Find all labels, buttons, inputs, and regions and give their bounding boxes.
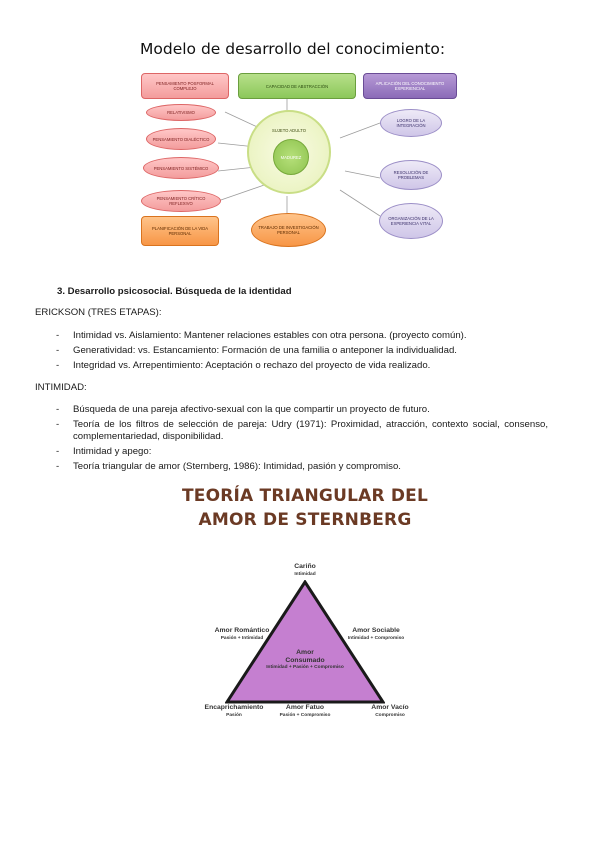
label-sub: Compromiso [375, 712, 405, 718]
diagram-arrows [217, 98, 381, 217]
diagram-left-item: PENSAMIENTO DIALÉCTICO [146, 128, 216, 150]
label-sub: Intimidad + Compromiso [347, 635, 405, 641]
triangle-bottom-right-label: Amor Vacío Compromiso [360, 704, 420, 719]
triangle-right-mid-label: Amor Sociable Intimidad + Compromiso [333, 627, 419, 642]
label-name: Amor Romántico [214, 627, 270, 634]
triangle-bottom-mid-label: Amor Fatuo Pasión + Compromiso [268, 704, 342, 719]
diagram-left-item: RELATIVISMO [146, 104, 216, 121]
list-dash: - [56, 345, 60, 356]
list-item-text: Intimidad vs. Aislamiento: Mantener rela… [73, 330, 467, 341]
label-name: Amor Sociable [352, 627, 400, 634]
triangle-bottom-left-label: Encaprichamiento Pasión [194, 704, 274, 719]
list-dash: - [56, 461, 60, 472]
list-item-text: Búsqueda de una pareja afectivo-sexual c… [73, 404, 430, 415]
diagram-box-planificacion: PLANIFICACIÓN DE LA VIDA PERSONAL [141, 216, 219, 246]
intimidad-label: INTIMIDAD: [35, 382, 87, 393]
diagram-left-item: PENSAMIENTO CRÍTICO REFLEXIVO [141, 190, 221, 212]
section-heading: 3. Desarrollo psicosocial. Búsqueda de l… [57, 286, 292, 297]
diagram-box-aplicacion: APLICACIÓN DEL CONOCIMIENTO EXPERIENCIAL [363, 73, 457, 99]
diagram-right-item: LOGRO DE LA INTEGRACIÓN [380, 109, 442, 137]
list-dash: - [56, 404, 60, 415]
label-sub: Pasión [226, 712, 242, 718]
list-dash: - [56, 446, 60, 457]
diagram-box-investigacion: TRABAJO DE INVESTIGACIÓN PERSONAL [251, 213, 326, 247]
label-name: Amor Fatuo [285, 704, 325, 711]
triangle-shape [225, 580, 385, 704]
label-name: Encaprichamiento [204, 704, 264, 711]
diagram-right-item: RESOLUCIÓN DE PROBLEMAS [380, 160, 442, 190]
diagram-right-item: ORGANIZACIÓN DE LA EXPERIENCIA VITAL [379, 203, 443, 239]
triangle-title-line1: TEORÍA TRIANGULAR DEL [181, 486, 429, 506]
diagram-left-item: PENSAMIENTO SISTÉMICO [143, 157, 219, 179]
list-item-text: Integridad vs. Arrepentimiento: Aceptaci… [73, 360, 431, 371]
triangle-left-mid-label: Amor Romántico Pasión + Intimidad [198, 627, 286, 642]
list-item-text: Intimidad y apego: [73, 446, 152, 457]
label-sub: Intimidad + Pasión + Compromiso [266, 665, 344, 670]
list-item-text: Teoría triangular de amor (Sternberg, 19… [73, 461, 401, 472]
erickson-label: ERICKSON (TRES ETAPAS): [35, 307, 162, 318]
label-sub: Intimidad [294, 571, 316, 577]
list-dash: - [56, 360, 60, 371]
triangle-title-line2: AMOR DE STERNBERG [198, 510, 412, 530]
label-name: Amor [296, 649, 314, 656]
list-item-text: Generatividad: vs. Estancamiento: Formac… [73, 345, 457, 356]
diagram-box-abstraccion: CAPACIDAD DE ABSTRACCIÓN [238, 73, 356, 99]
triangle-top-label: Cariño Intimidad [270, 563, 340, 578]
list-dash: - [56, 419, 60, 430]
list-dash: - [56, 330, 60, 341]
label-name: Consumado [285, 656, 325, 664]
triangle-polygon [225, 580, 385, 704]
diagram-center-inner: MADUREZ [273, 139, 309, 175]
diagram-box-posformal: PENSAMIENTO POSFORMAL COMPLEJO [141, 73, 229, 99]
label-sub: Pasión + Intimidad [220, 635, 264, 641]
list-item-text: Teoría de los filtros de selección de pa… [73, 419, 548, 442]
label-name: Cariño [294, 563, 316, 570]
label-name: Amor Vacío [371, 704, 409, 711]
label-sub: Pasión + Compromiso [279, 712, 331, 718]
diagram-center-outer: SUJETO ADULTO [247, 110, 331, 194]
diagram-title: Modelo de desarrollo del conocimiento: [140, 40, 446, 58]
triangle-center-label: Amor Consumado Intimidad + Pasión + Comp… [252, 649, 358, 672]
